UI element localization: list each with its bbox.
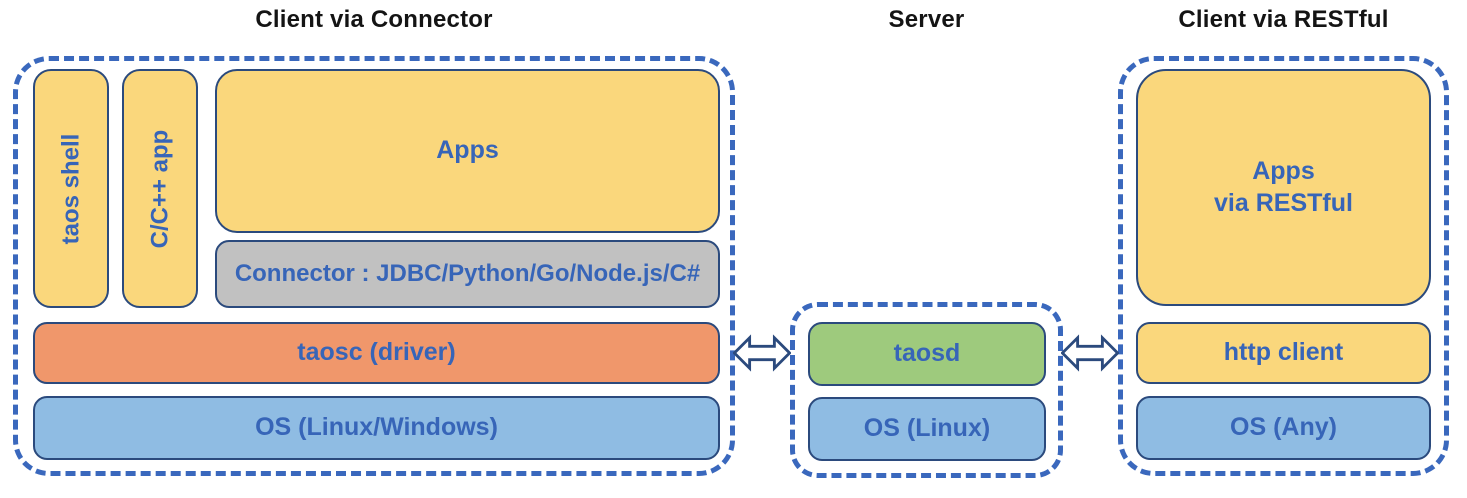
section-title-server: Server (888, 6, 965, 33)
client-restful-panel: Apps via RESTful http client OS (Any) (1118, 56, 1449, 476)
apps-via-restful-line1: Apps (1252, 157, 1315, 186)
os-linux-windows-box: OS (Linux/Windows) (33, 396, 720, 460)
server-panel: taosd OS (Linux) (790, 302, 1063, 478)
http-client-box: http client (1136, 322, 1431, 384)
apps-via-restful-box: Apps via RESTful (1136, 69, 1431, 306)
os-any-box: OS (Any) (1136, 396, 1431, 460)
taosd-box: taosd (808, 322, 1046, 386)
cpp-app-box: C/C++ app (122, 69, 198, 308)
bidirectional-arrow-icon-right (1061, 334, 1119, 372)
client-connector-panel: taos shell C/C++ app Apps Connector : JD… (13, 56, 735, 476)
connector-box: Connector : JDBC/Python/Go/Node.js/C# (215, 240, 720, 308)
cpp-app-label: C/C++ app (146, 129, 174, 248)
section-title-client-via-restful: Client via RESTful (1178, 6, 1389, 33)
taosc-driver-box: taosc (driver) (33, 322, 720, 384)
apps-via-restful-line2: via RESTful (1214, 188, 1353, 217)
taos-shell-box: taos shell (33, 69, 109, 308)
taos-shell-label: taos shell (57, 133, 84, 244)
section-title-client-via-connector: Client via Connector (255, 6, 493, 33)
bidirectional-arrow-icon-left (733, 334, 791, 372)
os-linux-box: OS (Linux) (808, 397, 1046, 461)
apps-box: Apps (215, 69, 720, 233)
apps-via-restful-label: Apps via RESTful (1214, 156, 1353, 219)
